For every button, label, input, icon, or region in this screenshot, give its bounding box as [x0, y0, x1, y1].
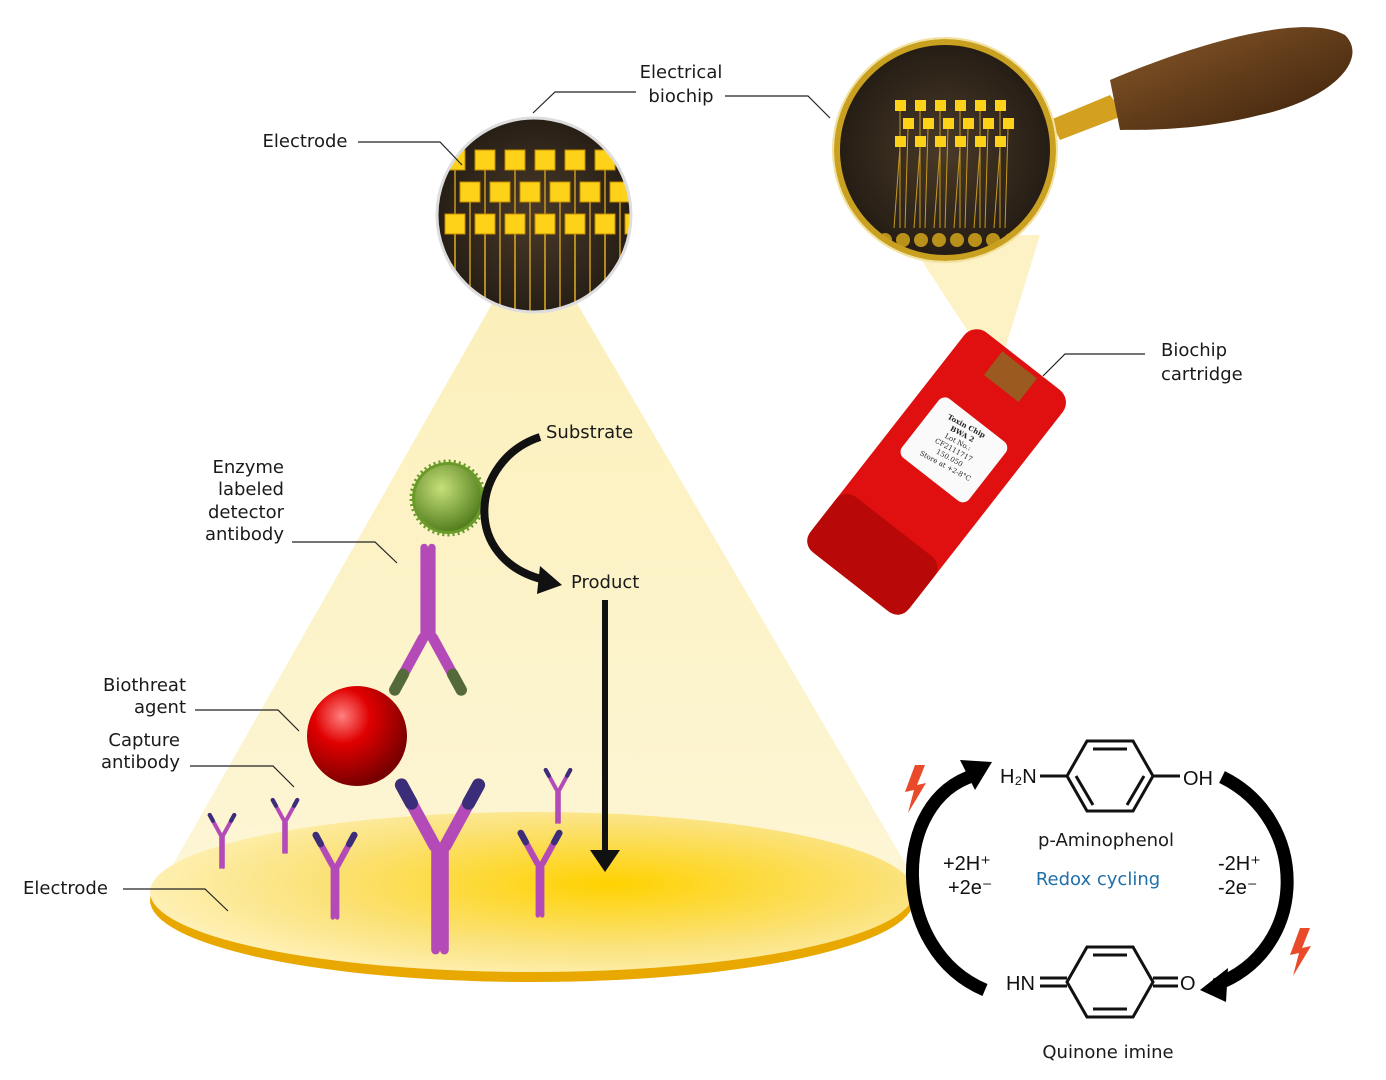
- oxidation-electrons: -2e⁻: [1218, 877, 1257, 899]
- electrode-pad: [594, 149, 616, 171]
- electrode-pad: [923, 118, 934, 129]
- contact-pad: [914, 233, 928, 247]
- label-electrode-bottom: Electrode: [23, 878, 108, 899]
- label-biochip-cartridge: cartridge: [1161, 364, 1243, 385]
- enzyme-sphere: [409, 459, 487, 537]
- biochip-cartridge: Toxin Chip BWA 2 Lot No.: CF2111717 150.…: [807, 329, 1066, 615]
- electrode-pad: [504, 213, 526, 235]
- electrode-pad: [624, 149, 630, 171]
- electrode-pad: [955, 100, 966, 111]
- label-enzyme-antibody: labeled: [218, 479, 284, 500]
- electrode-disk: [150, 812, 914, 972]
- electrode-pad: [474, 213, 496, 235]
- electrode-pad: [640, 182, 660, 202]
- antibody: [389, 543, 467, 696]
- electrode-pad: [504, 149, 526, 171]
- electrode-pad: [474, 149, 496, 171]
- electrode-pad: [915, 100, 926, 111]
- electrode-pad: [995, 136, 1006, 147]
- imine-group: HN: [1006, 973, 1035, 995]
- quinone-imine-label: Quinone imine: [1042, 1042, 1173, 1063]
- electrode-pad: [895, 100, 906, 111]
- contact-pad: [896, 233, 910, 247]
- electrode-pad: [459, 181, 481, 203]
- electrode-pad: [935, 100, 946, 111]
- electrode-closeup: [438, 119, 660, 311]
- reduction-protons: +2H⁺: [943, 853, 991, 875]
- electrode-pad: [534, 149, 556, 171]
- amine-group: H₂N: [1000, 766, 1037, 788]
- electrode-pad: [564, 213, 586, 235]
- oxidation-protons: -2H⁺: [1218, 853, 1261, 875]
- label-capture-antibody: antibody: [101, 752, 180, 773]
- electrode-pad: [895, 136, 906, 147]
- label-biothreat-agent: agent: [134, 697, 186, 718]
- electrode-pad: [519, 181, 541, 203]
- contact-pad: [950, 233, 964, 247]
- oxo-group: O: [1180, 973, 1196, 995]
- antibodies: [207, 543, 573, 955]
- electrode-pad: [444, 213, 466, 235]
- antibody: [394, 778, 486, 955]
- contact-pad: [932, 233, 946, 247]
- label-enzyme-antibody: detector: [208, 502, 285, 523]
- electrode-pad: [594, 213, 616, 235]
- antibody: [543, 767, 573, 824]
- label-biochip-cartridge: Biochip: [1161, 340, 1227, 361]
- electrode-pad: [489, 181, 511, 203]
- benzene-ring: [1040, 739, 1180, 813]
- electrode-pad: [975, 136, 986, 147]
- electrode-pad: [935, 136, 946, 147]
- antibody: [312, 831, 358, 920]
- contact-pad: [968, 233, 982, 247]
- spark-icon: [905, 765, 926, 813]
- cartridge-beam: [905, 235, 1040, 365]
- electrode-pad: [624, 213, 630, 235]
- electrode-pad: [579, 181, 601, 203]
- electrode-pad: [975, 100, 986, 111]
- electrode-pad: [955, 136, 966, 147]
- electrode-pad: [903, 118, 914, 129]
- substrate-arrow: [480, 433, 546, 584]
- quinone-ring: [1040, 945, 1178, 1019]
- electrode-pad: [995, 100, 1006, 111]
- label-substrate: Substrate: [546, 422, 633, 443]
- electrode-pad: [564, 149, 586, 171]
- p-aminophenol-label: p-Aminophenol: [1038, 830, 1174, 851]
- electrode-pad: [534, 213, 556, 235]
- redox-cycle: H₂N OH p-Aminophenol Redox cycling +2H⁺ …: [905, 739, 1311, 1063]
- magnifying-glass: [832, 27, 1353, 263]
- label-product: Product: [571, 572, 639, 593]
- label-electrode-top: Electrode: [263, 131, 348, 152]
- reduction-electrons: +2e⁻: [948, 877, 992, 899]
- label-capture-antibody: Capture: [108, 730, 180, 751]
- electrode-pad: [943, 118, 954, 129]
- label-electrical-biochip: biochip: [648, 86, 713, 107]
- electrode-pad: [915, 136, 926, 147]
- redox-cycling-label: Redox cycling: [1036, 869, 1160, 890]
- hydroxyl-group: OH: [1183, 768, 1213, 790]
- electrode-pad: [983, 118, 994, 129]
- biothreat-agent-sphere: [307, 686, 407, 786]
- antibody: [270, 797, 300, 854]
- label-enzyme-antibody: Enzyme: [213, 457, 285, 478]
- spark-icon: [1290, 928, 1311, 976]
- label-biothreat-agent: Biothreat: [103, 675, 186, 696]
- electrode-pad: [1003, 118, 1014, 129]
- magnification-cone: [150, 230, 915, 905]
- antibody: [207, 812, 237, 869]
- arrow-head: [590, 850, 620, 872]
- label-electrical-biochip: Electrical: [640, 62, 723, 83]
- label-enzyme-antibody: antibody: [205, 524, 284, 545]
- electrode-pad: [549, 181, 571, 203]
- antibody: [517, 829, 563, 918]
- cartridge-label: [900, 397, 1008, 503]
- arrow-head: [537, 566, 562, 594]
- electrode-pad: [963, 118, 974, 129]
